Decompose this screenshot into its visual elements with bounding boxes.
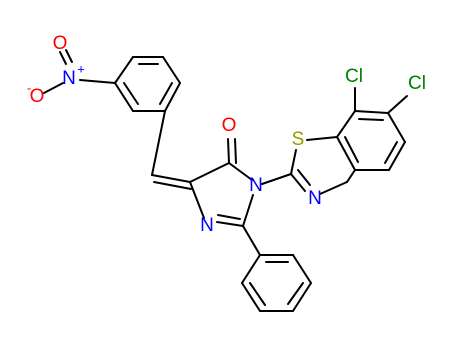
bond [241, 282, 261, 312]
bond [65, 49, 73, 63]
thiazole-nitrogen-label: N [308, 188, 322, 209]
ring-nitrogen-label: N [249, 175, 263, 196]
bond [79, 79, 116, 84]
bond [387, 95, 408, 114]
chlorine-right-label: Cl [408, 73, 426, 94]
thiazole-sulfur-label: S [292, 129, 305, 150]
bond [217, 214, 241, 220]
bond [114, 56, 134, 84]
bond [43, 82, 64, 94]
bond [59, 51, 67, 65]
bond [387, 112, 406, 143]
bond [384, 141, 398, 164]
bond [234, 138, 237, 164]
nitro-nitrogen-charge-label: + [77, 61, 85, 76]
bond [354, 110, 389, 114]
bond [153, 181, 192, 190]
nitro-oxygen-charge-label: - [27, 80, 31, 95]
bond [336, 110, 356, 138]
bonds [43, 49, 408, 312]
bond [261, 173, 292, 185]
bond [164, 82, 181, 112]
bond [346, 169, 356, 183]
nitro-oxygen-bottom-label: O [30, 86, 45, 107]
bond [358, 118, 384, 121]
bond [292, 254, 312, 284]
bond [249, 282, 266, 306]
bond [227, 138, 230, 164]
bond [114, 82, 134, 112]
bond [292, 282, 312, 312]
bond [216, 221, 244, 227]
bond [242, 194, 254, 227]
bond [123, 82, 139, 105]
bond [388, 141, 406, 171]
bond [290, 173, 306, 192]
bond [241, 254, 261, 284]
bond [151, 174, 191, 183]
bond [242, 225, 261, 256]
bond [344, 136, 359, 163]
bond [297, 169, 311, 186]
chlorine-top-label: Cl [345, 66, 363, 87]
carbonyl-oxygen-label: O [222, 115, 237, 136]
bond [319, 181, 348, 195]
bond [336, 136, 356, 171]
bond [162, 56, 181, 84]
bond [189, 181, 205, 219]
bond [306, 136, 338, 141]
bond [159, 82, 173, 105]
nitro-nitrogen-label: N [62, 68, 76, 89]
imine-nitrogen-label: N [200, 215, 214, 236]
bond [151, 110, 166, 176]
bond [228, 162, 253, 181]
atom-labels: O N N S N Cl Cl O N + O - [27, 33, 426, 236]
bond [287, 282, 304, 305]
bond [290, 149, 297, 175]
bond [189, 162, 230, 183]
nitro-oxygen-top-label: O [53, 33, 68, 54]
